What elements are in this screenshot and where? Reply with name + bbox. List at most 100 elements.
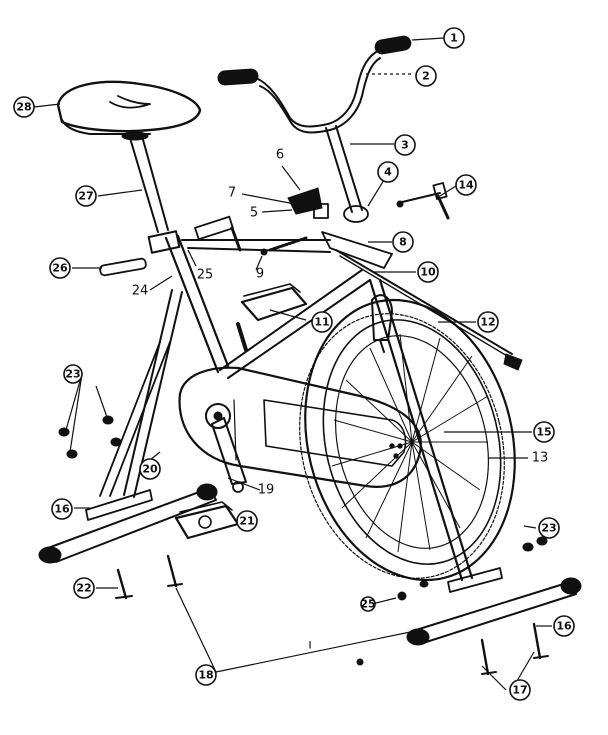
front-stabilizer: [406, 567, 582, 646]
callout-9: 9: [256, 267, 264, 282]
callout-8: 8: [392, 231, 414, 253]
callout-circle: [75, 185, 97, 207]
callout-25: 25: [360, 596, 376, 612]
chain-guard: [178, 366, 422, 488]
callout-number: 14: [458, 179, 474, 192]
callout-21: 21: [236, 510, 258, 532]
stabilizer-bolts-front: [480, 622, 549, 676]
callout-number: 20: [142, 463, 158, 476]
pedal-lower: [174, 501, 240, 540]
pedal-upper: [236, 283, 308, 352]
callout-16: 16: [553, 615, 575, 637]
callout-23: 23: [538, 517, 560, 539]
callout-number: 8: [399, 236, 407, 249]
callout-number: 13: [532, 451, 549, 466]
seat-bolt: [99, 257, 147, 277]
callout-number: 2: [422, 70, 430, 83]
callout-number: 3: [401, 139, 409, 152]
frame: [99, 230, 474, 582]
callout-23: 23: [63, 364, 83, 384]
callout-circle: [394, 134, 416, 156]
callout-15: 15: [533, 421, 555, 443]
callout-number: 18: [198, 669, 213, 682]
callout-number: 16: [54, 503, 70, 516]
callout-circle: [139, 458, 161, 480]
brake-pad: [371, 294, 393, 353]
callout-circle: [509, 679, 531, 701]
callout-circle: [360, 596, 376, 612]
callout-circle: [51, 498, 73, 520]
callout-circle: [415, 65, 437, 87]
callout-4: 4: [377, 161, 399, 183]
flywheel: [299, 298, 516, 582]
callout-circle: [443, 27, 465, 49]
callout-13: 13: [532, 451, 549, 466]
callout-number: 23: [541, 522, 556, 535]
callout-circle: [311, 311, 333, 333]
callout-number: 23: [65, 368, 80, 381]
callout-circle: [63, 364, 83, 384]
callout-number: 19: [258, 483, 275, 498]
callout-5: 5: [250, 206, 258, 221]
callout-12: 12: [477, 311, 499, 333]
callout-number: 25: [197, 268, 214, 283]
callout-number: 9: [256, 267, 264, 282]
callout-circle: [455, 174, 477, 196]
callout-circle: [533, 421, 555, 443]
handlebar: [217, 35, 412, 134]
callout-number: 28: [16, 101, 31, 114]
callout-number: 7: [228, 186, 236, 201]
leader-lines: [33, 37, 552, 691]
flywheel-spokes: [331, 333, 489, 553]
callout-2: 2: [415, 65, 437, 87]
callout-circle: [477, 311, 499, 333]
callout-number: 25: [360, 598, 375, 611]
callout-number: 17: [512, 684, 527, 697]
callout-number: 6: [276, 148, 284, 163]
seat-post: [129, 135, 169, 233]
callout-28: 28: [13, 96, 35, 118]
callout-number: 10: [420, 266, 436, 279]
seat-knob: [194, 215, 242, 252]
callout-number: 22: [76, 582, 91, 595]
callout-number: 15: [536, 426, 551, 439]
callout-6: 6: [276, 148, 284, 163]
tick-mark: ı: [308, 638, 312, 653]
callout-number: 12: [480, 316, 495, 329]
callout-circle: [377, 161, 399, 183]
callout-number: 24: [132, 284, 149, 299]
callout-circle: [417, 261, 439, 283]
callout-number: 27: [78, 190, 93, 203]
callout-27: 27: [75, 185, 97, 207]
callout-number: 16: [556, 620, 572, 633]
callout-circle: [49, 257, 71, 279]
callout-number: 1: [450, 32, 458, 45]
head-clamp: [321, 205, 393, 269]
callout-3: 3: [394, 134, 416, 156]
callout-25: 25: [197, 268, 214, 283]
adjust-knob-assembly: [396, 182, 450, 220]
callout-19: 19: [258, 483, 275, 498]
callout-26: 26: [49, 257, 71, 279]
callout-circle: [13, 96, 35, 118]
callout-1: 1: [443, 27, 465, 49]
crank: [205, 403, 247, 493]
callout-24: 24: [132, 284, 149, 299]
callout-circle: [236, 510, 258, 532]
handlebar-stem: [325, 125, 363, 213]
callout-number: 21: [239, 515, 254, 528]
callout-number: 5: [250, 206, 258, 221]
callout-circle: [73, 577, 95, 599]
callout-11: 11: [311, 311, 333, 333]
callout-17: 17: [509, 679, 531, 701]
tension-knob: [287, 187, 329, 219]
callout-20: 20: [139, 458, 161, 480]
callout-circle: [553, 615, 575, 637]
callout-16: 16: [51, 498, 73, 520]
callout-circle: [392, 231, 414, 253]
callout-18: 18: [195, 664, 217, 686]
callout-number: 11: [314, 316, 329, 329]
callout-number: 26: [52, 262, 68, 275]
